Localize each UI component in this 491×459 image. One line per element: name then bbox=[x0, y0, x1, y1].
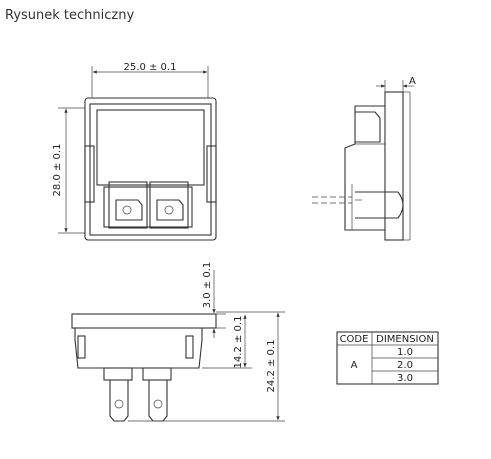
front-terminal-left bbox=[108, 181, 148, 229]
bottom-body bbox=[74, 328, 203, 369]
height-dim-label: 28.0 ± 0.1 bbox=[52, 144, 63, 197]
dim24-label: 24.2 ± 0.1 bbox=[266, 340, 277, 393]
table-value-cell: 1.0 bbox=[397, 347, 413, 358]
a-callout-label: A bbox=[409, 76, 416, 87]
bottom-terminal-base-right bbox=[142, 367, 172, 381]
front-pin-hole-left bbox=[122, 205, 132, 215]
front-pin-hole-right bbox=[164, 205, 174, 215]
bottom-pin-left bbox=[109, 380, 129, 422]
front-view: 25.0 ± 0.1 28.0 ± 0.1 bbox=[52, 62, 217, 241]
table-code-cell: A bbox=[351, 360, 358, 371]
bottom-pin-hole-left bbox=[114, 399, 124, 409]
side-body bbox=[344, 105, 385, 231]
side-rocker bbox=[355, 111, 381, 143]
table-value-cell: 3.0 bbox=[397, 373, 413, 384]
dim14-label: 14.2 ± 0.1 bbox=[233, 316, 244, 369]
front-left-latch bbox=[84, 145, 95, 203]
table-header-code: CODE bbox=[340, 334, 369, 345]
dimension-table: CODE DIMENSION A 1.0 2.0 3.0 bbox=[336, 331, 439, 385]
front-terminal-block bbox=[103, 186, 193, 228]
side-view: A bbox=[312, 76, 416, 241]
front-rocker-area bbox=[96, 109, 205, 186]
side-flange bbox=[384, 91, 404, 241]
bottom-terminal-base-left bbox=[103, 367, 133, 381]
front-pin-left bbox=[115, 199, 143, 221]
table-value-cell: 2.0 bbox=[397, 360, 413, 371]
bottom-view: 3.0 ± 0.1 14.2 ± 0.1 24.2 ± 0.1 bbox=[71, 262, 285, 422]
bottom-pin-right bbox=[148, 380, 168, 422]
front-right-latch bbox=[206, 145, 217, 203]
front-inner-frame bbox=[89, 103, 212, 236]
table-header-dimension: DIMENSION bbox=[376, 334, 434, 345]
front-terminal-right bbox=[149, 181, 189, 229]
bottom-pin-hole-right bbox=[153, 399, 163, 409]
width-dim-label: 25.0 ± 0.1 bbox=[124, 62, 177, 73]
bottom-latch-right bbox=[185, 335, 194, 359]
bottom-flange bbox=[71, 313, 217, 329]
dim3-label: 3.0 ± 0.1 bbox=[202, 262, 213, 309]
bottom-latch-left bbox=[77, 335, 86, 359]
front-pin-right bbox=[156, 199, 184, 221]
side-terminal bbox=[355, 191, 404, 219]
page-title: Rysunek techniczny bbox=[5, 8, 135, 23]
